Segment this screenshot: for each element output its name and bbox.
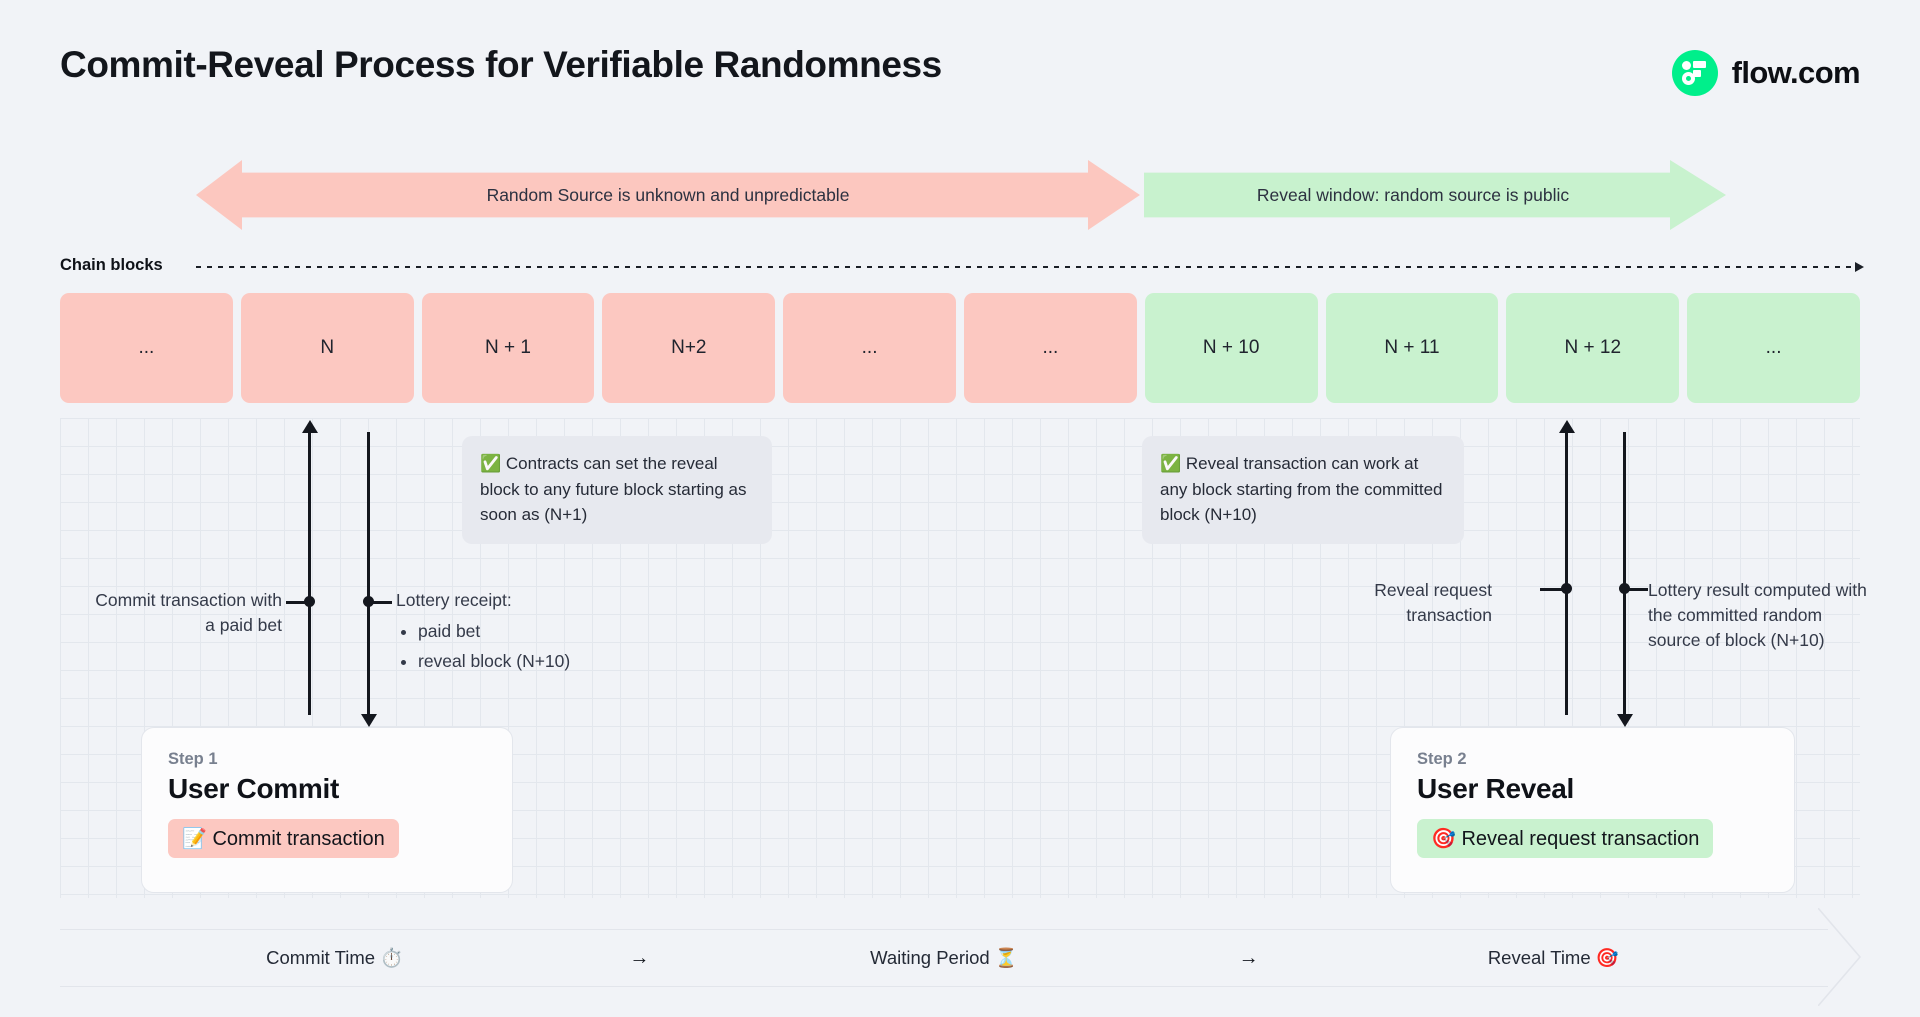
check-icon: ✅: [1160, 454, 1182, 474]
chain-block-row: ... N N + 1 N+2 ... ... N + 10 N + 11 N …: [60, 293, 1860, 403]
receipt-connector-stub: [370, 601, 392, 604]
timeline-reveal-label: Reveal Time: [1487, 947, 1591, 968]
note-reveal-text: Reveal transaction can work at any block…: [1160, 454, 1443, 525]
step-1-title: User Commit: [168, 773, 339, 804]
memo-icon: 📝: [182, 826, 207, 850]
chain-block: N + 12: [1506, 293, 1680, 403]
brand-name: flow.com: [1731, 55, 1861, 90]
timeline-arrow-1: →: [629, 946, 650, 969]
chain-block: N+2: [602, 293, 776, 403]
label-commit-transaction: Commit transaction with a paid bet: [95, 590, 282, 635]
lottery-receipt-title: Lottery receipt:: [396, 590, 512, 610]
card-step-1: Step 1 User Commit 📝 Commit transaction: [141, 727, 513, 893]
step-1-action-pill[interactable]: 📝 Commit transaction: [168, 819, 399, 858]
note-commit-window: ✅ Contracts can set the reveal block to …: [462, 436, 772, 545]
chain-block-label: N + 11: [1384, 337, 1440, 358]
chain-block: ...: [60, 293, 233, 403]
chain-block-label: ...: [861, 337, 878, 358]
step-1-eyebrow: Step 1: [168, 750, 218, 768]
brand-logo: flow.com: [1671, 50, 1861, 96]
timeline-segment-commit: Commit Time ⏱️: [60, 947, 609, 969]
check-icon: ✅: [480, 454, 502, 474]
chain-block: ...: [1687, 293, 1860, 403]
note-reveal-window: ✅ Reveal transaction can work at any blo…: [1142, 436, 1464, 545]
hourglass-icon: ⏳: [994, 948, 1018, 969]
chain-block: ...: [963, 293, 1137, 403]
chain-block: N + 10: [1144, 293, 1318, 403]
chain-block-label: ...: [1765, 337, 1782, 358]
commit-connector-stub: [286, 601, 308, 604]
timeline-segment-reveal: Reveal Time 🎯: [1279, 947, 1828, 969]
timeline-arrow-tip: [1818, 908, 1862, 1006]
phase-banner-row: Random Source is unknown and unpredictab…: [0, 160, 1920, 230]
label-lottery-receipt: Lottery receipt: paid bet reveal block (…: [396, 588, 696, 674]
chain-block-label: N + 1: [485, 337, 531, 358]
chain-block-label: N: [320, 337, 335, 358]
step-2-title: User Reveal: [1417, 773, 1575, 804]
timeline-waiting-label: Waiting Period: [870, 947, 990, 968]
card-step-2: Step 2 User Reveal 🎯 Reveal request tran…: [1390, 727, 1795, 893]
label-reveal-request: Reveal request transaction: [1374, 580, 1492, 625]
timeline-commit-label: Commit Time: [266, 947, 376, 968]
chain-block: N + 1: [421, 293, 595, 403]
timeline-segment-waiting: Waiting Period ⏳: [669, 947, 1218, 969]
chain-block-label: N + 10: [1202, 337, 1260, 358]
chain-block-label: ...: [138, 337, 155, 358]
result-connector-stub: [1626, 588, 1648, 591]
chain-block: ...: [783, 293, 956, 403]
reveal-anchor-dot: [1561, 583, 1572, 594]
reveal-connector-stub: [1540, 588, 1564, 591]
flow-logo-icon: [1671, 50, 1718, 96]
banner-unknown-phase: Random Source is unknown and unpredictab…: [196, 160, 1140, 230]
label-lottery-result: Lottery result computed with the committ…: [1648, 580, 1867, 650]
banner-reveal-label: Reveal window: random source is public: [1256, 184, 1570, 205]
chain-blocks-label: Chain blocks: [60, 256, 163, 274]
step-1-pill-label: Commit transaction: [212, 828, 385, 850]
chain-block-label: ...: [1042, 337, 1059, 358]
step-2-action-pill[interactable]: 🎯 Reveal request transaction: [1417, 819, 1714, 858]
note-commit-text: Contracts can set the reveal block to an…: [480, 454, 747, 525]
list-item: paid bet: [418, 619, 696, 644]
chain-axis-dotted-line: [196, 262, 1864, 272]
chain-block-label: N+2: [671, 337, 707, 358]
bottom-timeline: Commit Time ⏱️ → Waiting Period ⏳ → Reve…: [60, 929, 1828, 987]
step-2-eyebrow: Step 2: [1417, 750, 1467, 768]
chain-block-label: N + 12: [1564, 337, 1622, 358]
page-title: Commit-Reveal Process for Verifiable Ran…: [60, 44, 942, 85]
lottery-receipt-list: paid bet reveal block (N+10): [396, 619, 696, 674]
receipt-down-arrow: [360, 432, 377, 727]
step-2-pill-label: Reveal request transaction: [1461, 828, 1700, 850]
chain-block: N + 11: [1325, 293, 1499, 403]
receipt-anchor-dot: [363, 596, 374, 607]
timeline-arrow-2: →: [1238, 946, 1259, 969]
list-item: reveal block (N+10): [418, 649, 696, 674]
commit-anchor-dot: [304, 596, 315, 607]
chain-block: N: [240, 293, 414, 403]
banner-reveal-phase: Reveal window: random source is public: [1144, 160, 1726, 230]
stopwatch-icon: ⏱️: [380, 948, 404, 969]
result-down-arrow: [1616, 432, 1633, 727]
commit-up-arrow: [301, 420, 318, 715]
banner-unknown-label: Random Source is unknown and unpredictab…: [486, 184, 850, 205]
target-icon: 🎯: [1431, 826, 1456, 850]
target-icon: 🎯: [1595, 948, 1619, 969]
result-anchor-dot: [1619, 583, 1630, 594]
reveal-up-arrow: [1558, 420, 1575, 715]
